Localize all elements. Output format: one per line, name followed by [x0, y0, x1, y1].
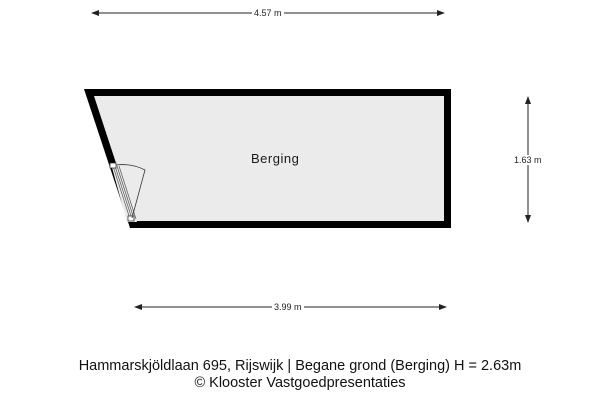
footer-copyright: © Klooster Vastgoedpresentaties — [194, 375, 406, 391]
door — [109, 162, 146, 222]
dimension-bottom-label: 3.99 m — [272, 302, 304, 312]
dimension-top-label: 4.57 m — [252, 8, 284, 18]
dimension-right-label: 1.63 m — [512, 155, 544, 165]
room-label: Berging — [251, 151, 300, 166]
footer-address: Hammarskjöldlaan 695, Rijswijk | Begane … — [78, 358, 522, 374]
room-berging — [84, 89, 451, 228]
